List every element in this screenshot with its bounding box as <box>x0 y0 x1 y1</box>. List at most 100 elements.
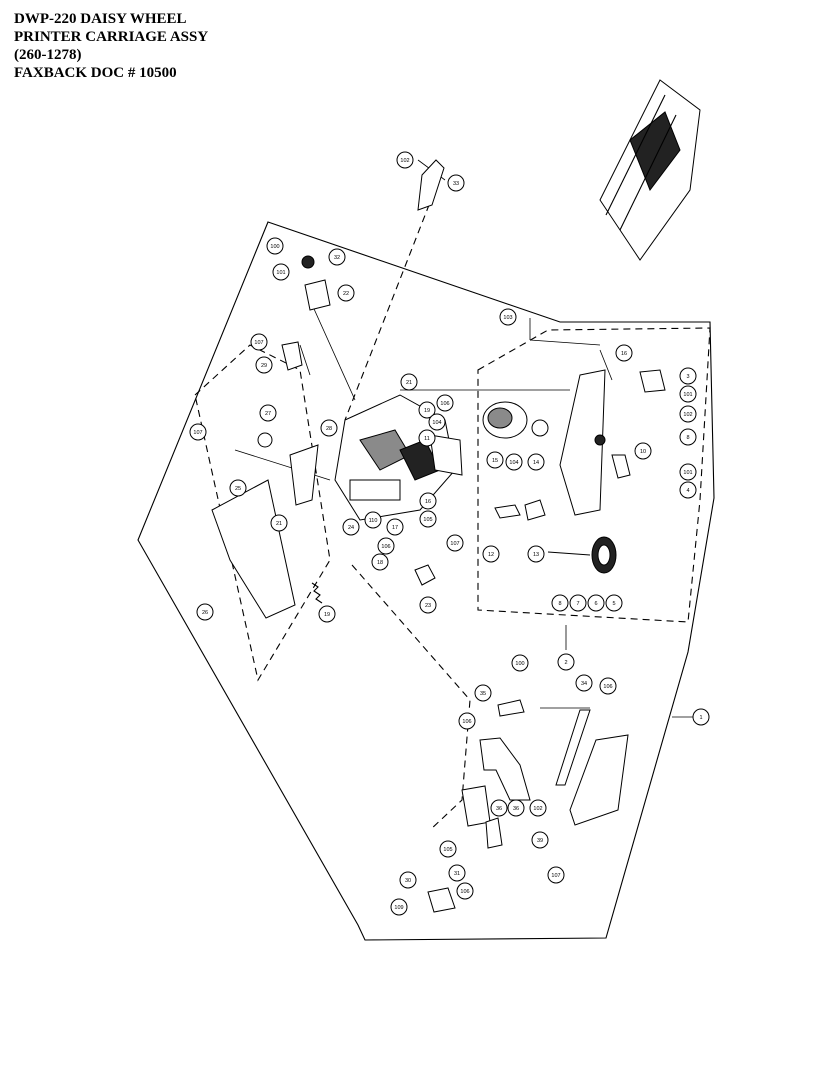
svg-text:33: 33 <box>453 181 459 187</box>
small-links <box>494 499 546 521</box>
callout-3: 3 <box>679 367 697 385</box>
callout-106: 106 <box>458 712 476 730</box>
callout-100: 100 <box>266 237 284 255</box>
callout-11: 11 <box>418 429 436 447</box>
svg-text:17: 17 <box>392 525 398 531</box>
printer-overview-thumbnail <box>599 79 701 261</box>
svg-text:110: 110 <box>369 518 378 524</box>
callout-33: 33 <box>447 174 465 192</box>
cable-area-outline <box>194 344 331 682</box>
svg-text:30: 30 <box>405 878 411 884</box>
svg-text:5: 5 <box>612 601 615 607</box>
leader-lines <box>234 159 700 718</box>
document-title: DWP-220 DAISY WHEEL PRINTER CARRIAGE ASS… <box>14 10 208 82</box>
svg-text:3: 3 <box>686 374 689 380</box>
callout-12: 12 <box>482 545 500 563</box>
callout-17: 17 <box>386 518 404 536</box>
callout-1: 1 <box>692 708 710 726</box>
bracket-29 <box>281 341 303 371</box>
lever-28 <box>289 444 319 506</box>
callout-31: 31 <box>448 864 466 882</box>
callout-107: 107 <box>250 333 268 351</box>
lower-assembly-outline <box>351 564 471 831</box>
svg-text:36: 36 <box>513 806 519 812</box>
callout-36: 36 <box>490 799 508 817</box>
bracket-31 <box>461 785 503 849</box>
svg-text:2: 2 <box>564 660 567 666</box>
callout-14: 14 <box>527 453 545 471</box>
svg-text:106: 106 <box>603 684 612 690</box>
svg-text:107: 107 <box>551 873 560 879</box>
callout-21: 21 <box>400 373 418 391</box>
svg-text:13: 13 <box>533 552 539 558</box>
callout-101: 101 <box>679 463 697 481</box>
svg-text:21: 21 <box>276 521 282 527</box>
cover-39 <box>569 734 629 826</box>
callout-110: 110 <box>364 511 382 529</box>
svg-text:32: 32 <box>334 255 340 261</box>
svg-text:106: 106 <box>462 719 471 725</box>
callout-106: 106 <box>377 537 395 555</box>
callout-24: 24 <box>342 518 360 536</box>
callout-26: 26 <box>196 603 214 621</box>
svg-text:107: 107 <box>254 340 263 346</box>
svg-text:1: 1 <box>699 715 702 721</box>
spring-19 <box>311 582 323 604</box>
callout-10: 10 <box>634 442 652 460</box>
callout-107: 107 <box>547 866 565 884</box>
callout-8: 8 <box>551 594 569 612</box>
callout-15: 15 <box>486 451 504 469</box>
callout-13: 13 <box>527 545 545 563</box>
callout-104: 104 <box>428 413 446 431</box>
svg-text:104: 104 <box>432 420 441 426</box>
callout-101: 101 <box>272 263 290 281</box>
callout-102: 102 <box>396 151 414 169</box>
callout-8: 8 <box>679 428 697 446</box>
callout-25: 25 <box>229 479 247 497</box>
svg-text:109: 109 <box>394 905 403 911</box>
callout-105: 105 <box>439 840 457 858</box>
flat-cable <box>211 479 296 619</box>
carriage-frame <box>334 394 463 521</box>
callout-109: 109 <box>390 898 408 916</box>
callout-100: 100 <box>511 654 529 672</box>
callout-29: 29 <box>255 356 273 374</box>
callout-6: 6 <box>587 594 605 612</box>
svg-text:102: 102 <box>683 412 692 418</box>
svg-text:15: 15 <box>492 458 498 464</box>
callout-16: 16 <box>615 344 633 362</box>
svg-text:22: 22 <box>343 291 349 297</box>
callout-18: 18 <box>371 553 389 571</box>
title-line-doc-number: FAXBACK DOC # 10500 <box>14 65 177 81</box>
callout-34: 34 <box>575 674 593 692</box>
svg-text:100: 100 <box>270 244 279 250</box>
callout-4: 4 <box>679 481 697 499</box>
svg-text:101: 101 <box>683 470 692 476</box>
svg-text:24: 24 <box>348 525 354 531</box>
callout-19: 19 <box>318 605 336 623</box>
callout-104: 104 <box>505 453 523 471</box>
callout-5: 5 <box>605 594 623 612</box>
motor-assembly <box>482 401 549 439</box>
svg-text:16: 16 <box>425 499 431 505</box>
svg-text:29: 29 <box>261 363 267 369</box>
title-line-assembly: PRINTER CARRIAGE ASSY <box>14 29 209 45</box>
top-bracket-33 <box>417 159 445 211</box>
bracket-30 <box>427 887 456 913</box>
svg-text:103: 103 <box>503 315 512 321</box>
lower-bracket-35 <box>497 699 525 717</box>
svg-text:36: 36 <box>496 806 502 812</box>
subassembly-bracket <box>559 369 666 516</box>
svg-text:106: 106 <box>381 544 390 550</box>
shaft-34 <box>555 709 591 786</box>
callout-21: 21 <box>270 514 288 532</box>
gear-wheel <box>547 536 617 574</box>
callout-106: 106 <box>599 677 617 695</box>
subassembly-2-outline <box>477 327 711 623</box>
svg-text:28: 28 <box>326 426 332 432</box>
svg-text:8: 8 <box>558 601 561 607</box>
callout-30: 30 <box>399 871 417 889</box>
svg-text:26: 26 <box>202 610 208 616</box>
svg-text:25: 25 <box>235 486 241 492</box>
callout-101: 101 <box>679 385 697 403</box>
